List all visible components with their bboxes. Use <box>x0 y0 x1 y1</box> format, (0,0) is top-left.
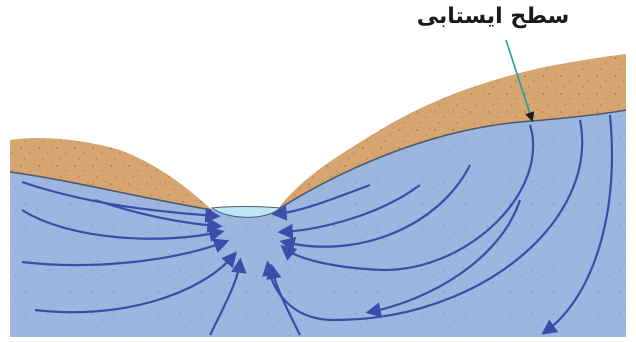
water-table-label: سطح ایستابی <box>408 4 578 29</box>
